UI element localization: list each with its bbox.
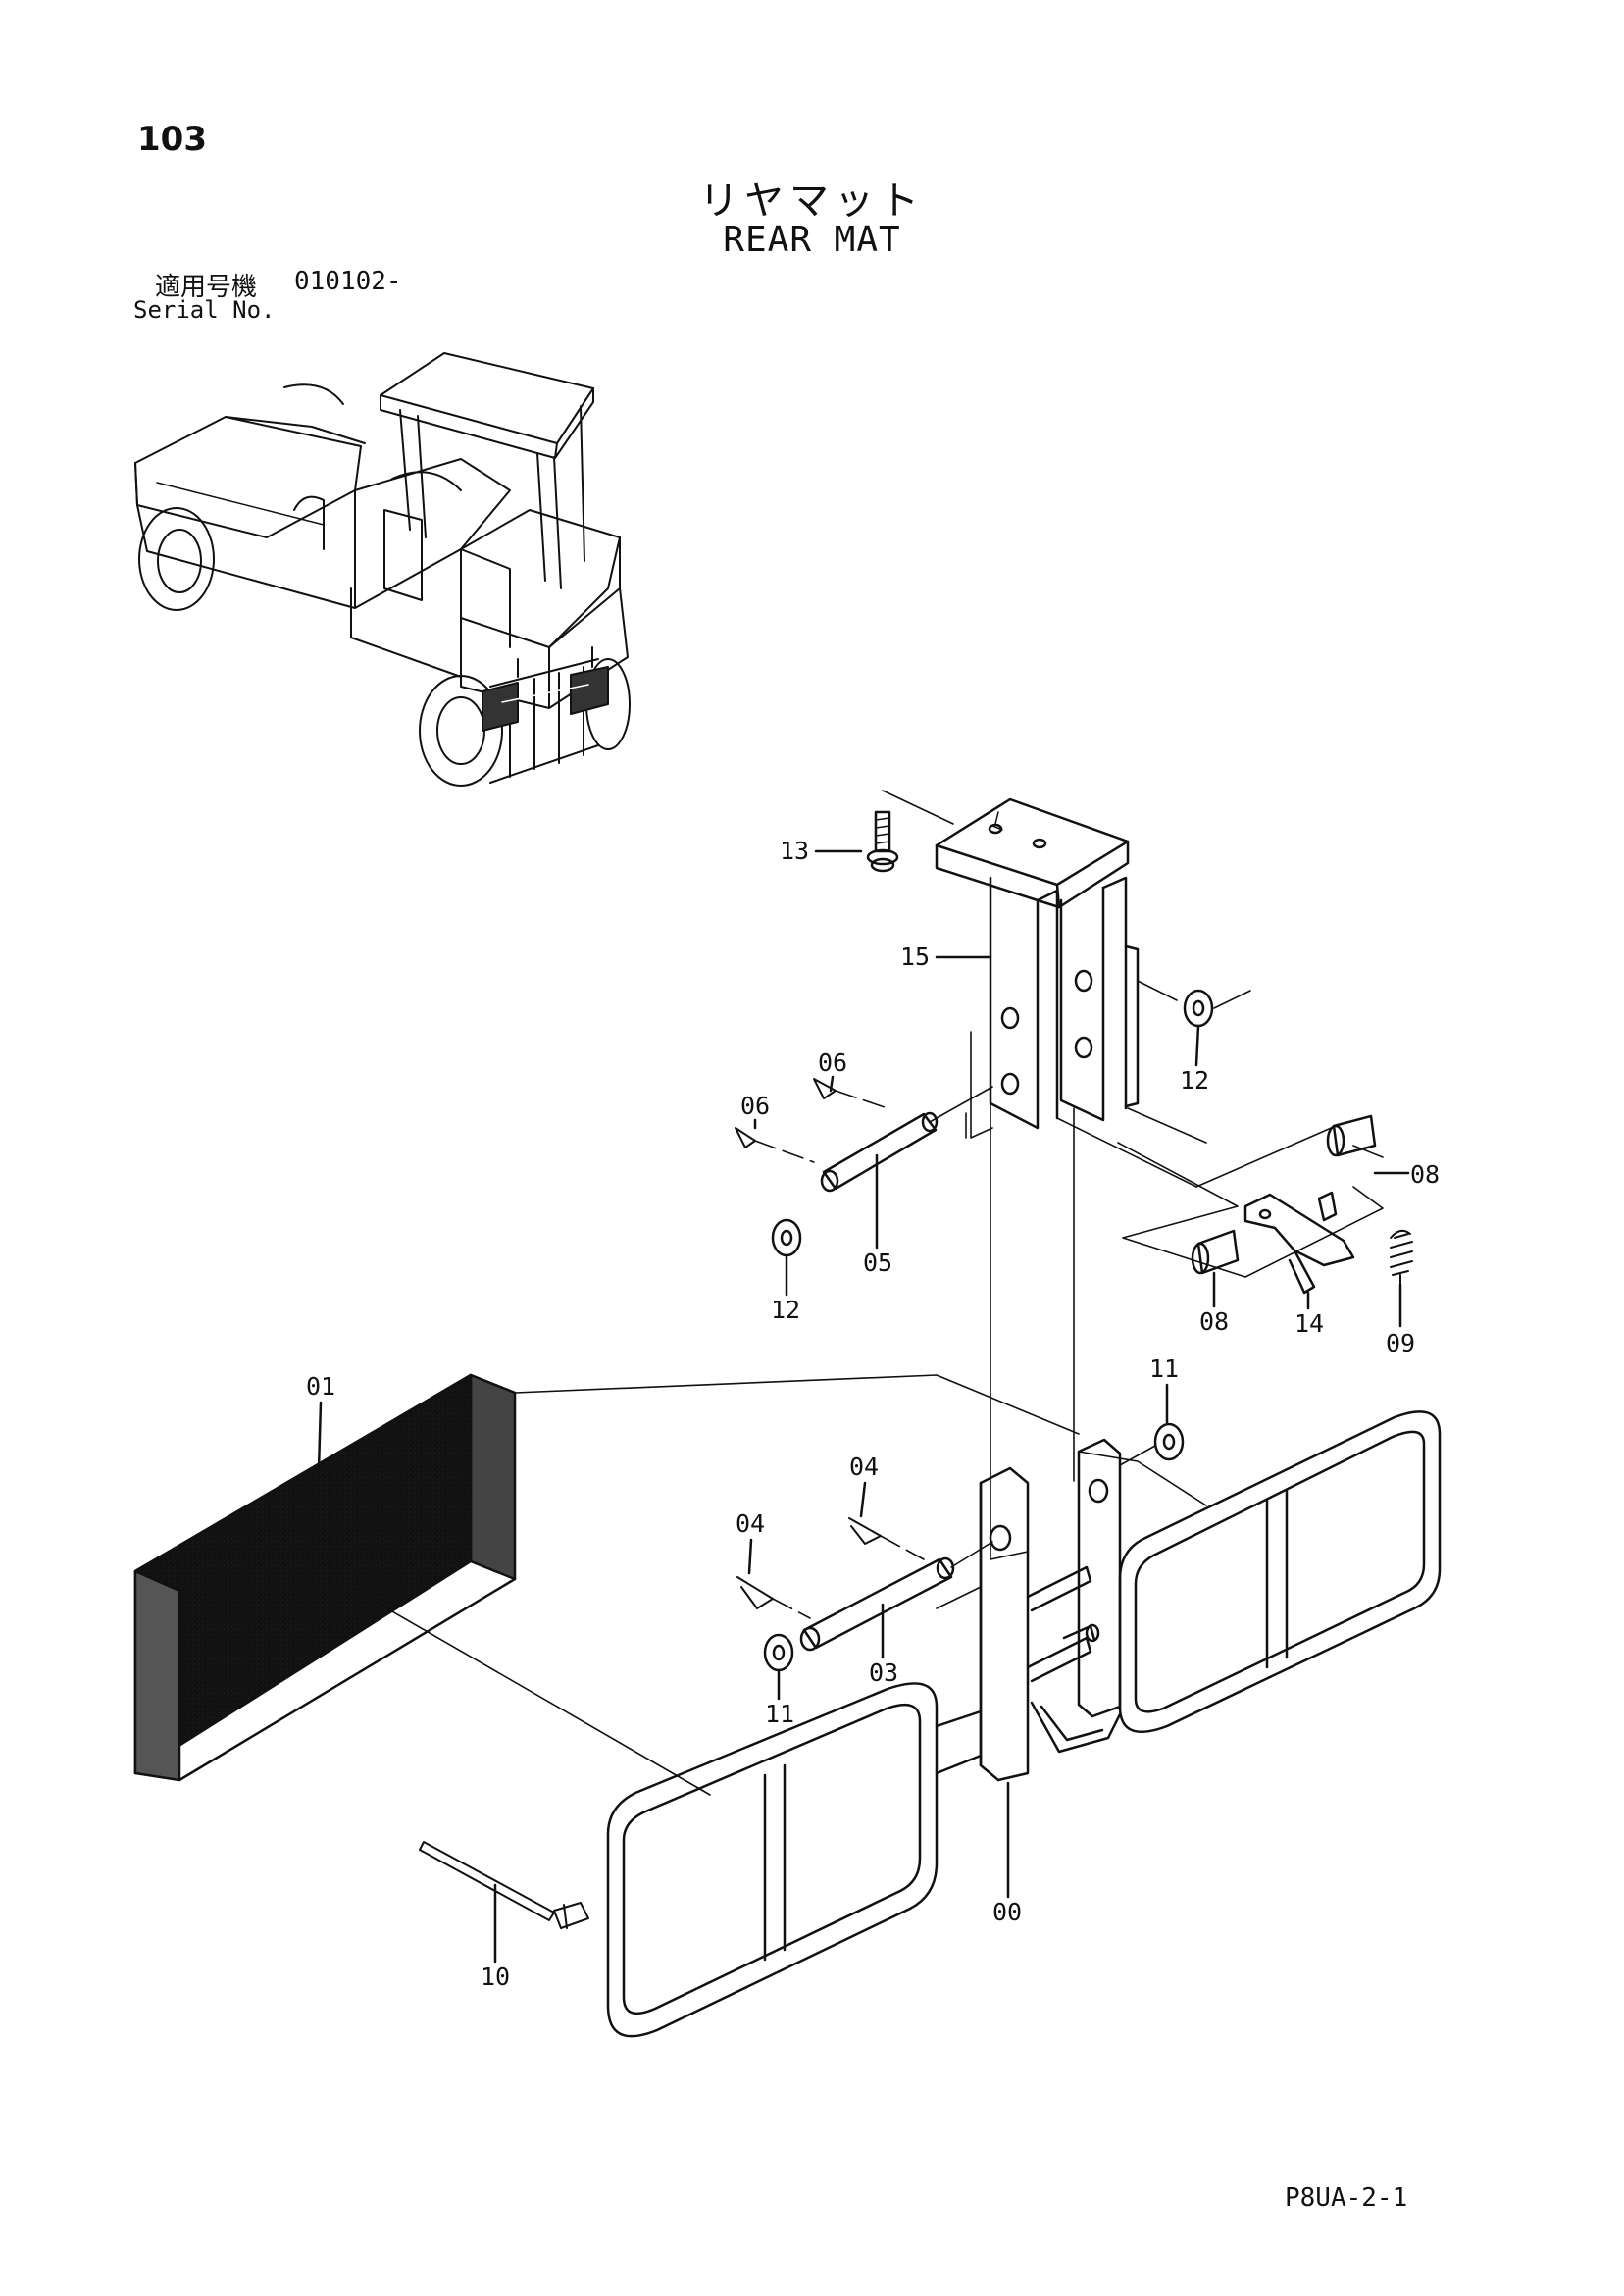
machine-illustration [134, 352, 631, 787]
serial-label-japanese: 適用号機 [155, 273, 258, 302]
mat-01 [133, 1373, 517, 1782]
title-japanese: リヤマット [699, 179, 925, 224]
part-label-08a: 08 [1410, 1160, 1440, 1189]
cotter-pins [735, 1078, 882, 1609]
part-label-11b: 11 [1149, 1354, 1179, 1383]
part-labels: 13 15 06 06 12 08 12 05 08 14 09 01 [306, 837, 1440, 1991]
bolt-13 [866, 810, 899, 873]
part-label-08b: 08 [1199, 1307, 1229, 1336]
handrails [606, 1410, 1442, 2038]
cable-tie-10 [419, 1841, 589, 1929]
footer-code: P8UA-2-1 [1285, 2183, 1408, 2213]
part-label-00: 00 [992, 1898, 1022, 1926]
title-english: REAR MAT [723, 220, 901, 260]
serial-label-english: Serial No. [133, 296, 276, 324]
frame-00 [979, 1438, 1122, 1782]
part-label-14: 14 [1294, 1309, 1324, 1338]
part-label-15: 15 [900, 943, 930, 971]
part-label-10: 10 [481, 1963, 510, 1991]
part-label-06b: 06 [818, 1048, 847, 1077]
part-label-04b: 04 [849, 1453, 879, 1481]
serial-value: 010102- [294, 267, 402, 296]
part-label-05: 05 [863, 1249, 892, 1277]
part-label-06a: 06 [740, 1092, 770, 1120]
part-label-13: 13 [780, 837, 809, 865]
part-label-01: 01 [306, 1372, 335, 1401]
part-label-03: 03 [869, 1658, 898, 1687]
pin-03 [799, 1556, 955, 1652]
spring-09 [1390, 1229, 1413, 1286]
part-label-12b: 12 [1180, 1066, 1209, 1095]
part-label-12a: 12 [771, 1296, 800, 1324]
lever-14 [1243, 1191, 1355, 1295]
page-number: 103 [137, 120, 207, 159]
pin-05 [820, 1111, 939, 1193]
part-label-04a: 04 [736, 1509, 765, 1538]
part-label-11a: 11 [765, 1700, 794, 1728]
part-label-09: 09 [1386, 1329, 1415, 1357]
assembly-lines [352, 790, 1384, 1796]
bracket-15 [935, 797, 1140, 1130]
